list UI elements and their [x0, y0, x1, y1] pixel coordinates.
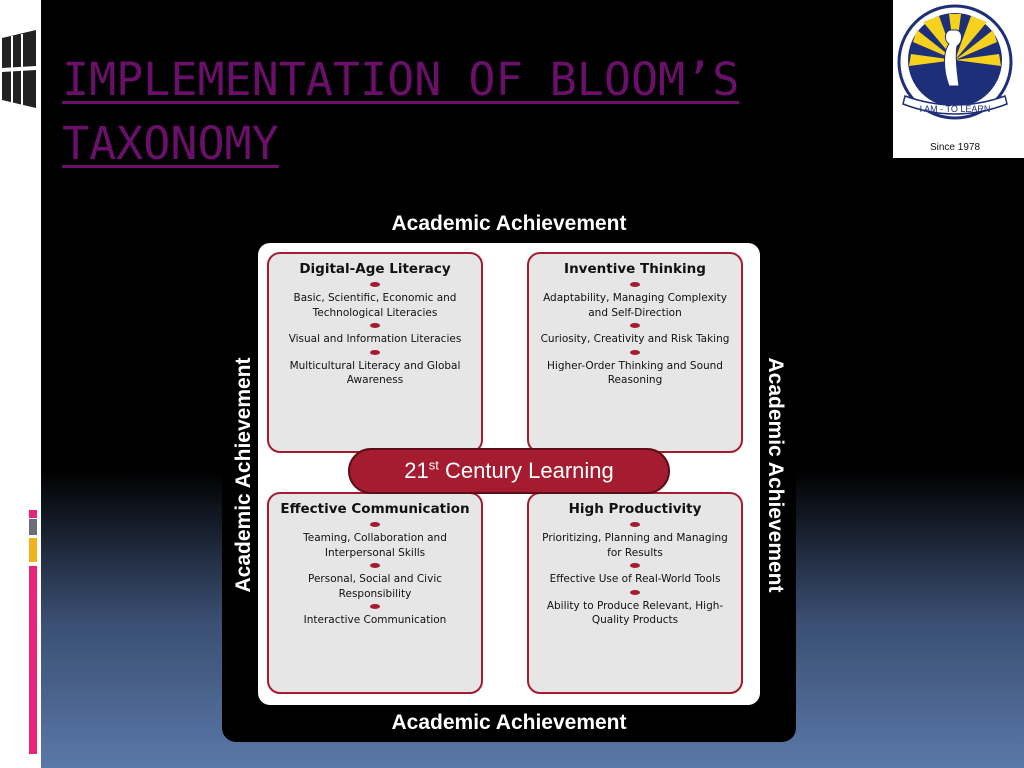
quadrant-title: Effective Communication: [280, 501, 470, 517]
bullet-dot: [630, 349, 640, 355]
bullet-dot: [370, 282, 380, 287]
achievement-label-bottom: Academic Achievement: [391, 711, 627, 734]
quadrant-item: Prioritizing, Planning and Managing for …: [542, 532, 728, 559]
bullet-dot: [370, 323, 380, 328]
diagram-inner-panel: Digital-Age Literacy Basic, Scientific, …: [258, 243, 760, 705]
center-label-rest: Century Learning: [438, 458, 614, 483]
quadrant-title: Digital-Age Literacy: [299, 261, 451, 277]
quadrant-digital-age-literacy: Digital-Age Literacy Basic, Scientific, …: [267, 252, 483, 453]
deco-bar-pink: [29, 510, 37, 518]
quadrant-item: Multicultural Literacy and Global Awaren…: [289, 359, 461, 387]
achievement-label-right: Academic Achievement: [764, 357, 787, 593]
achievement-label-top: Academic Achievement: [391, 212, 627, 235]
bullet-dot: [370, 563, 380, 568]
achievement-label-left: Academic Achievement: [232, 357, 255, 593]
school-crest-icon: I AM - TO LEARN Since 1978: [897, 4, 1013, 153]
bullet-dot: [630, 323, 640, 328]
learning-diagram: Academic Achievement Academic Achievemen…: [222, 207, 796, 742]
deco-bar-gold: [29, 538, 37, 562]
windows-logo-icon: [2, 30, 36, 108]
bullet-dot: [370, 349, 380, 355]
quadrant-item: Visual and Information Literacies: [288, 333, 462, 345]
bullet-dot: [630, 563, 640, 568]
school-logo: I AM - TO LEARN Since 1978: [893, 0, 1024, 158]
quadrant-high-productivity: High Productivity Prioritizing, Planning…: [527, 492, 743, 694]
slide-title: IMPLEMENTATION OF BLOOM’S TAXONOMY: [62, 53, 740, 170]
center-label-base: 21: [404, 458, 429, 483]
quadrant-item: Higher-Order Thinking and Sound Reasonin…: [547, 359, 723, 387]
quadrant-item: Teaming, Collaboration and Interpersonal…: [303, 532, 447, 559]
quadrant-inventive-thinking: Inventive Thinking Adaptability, Managin…: [527, 252, 743, 453]
quadrant-effective-communication: Effective Communication Teaming, Collabo…: [267, 492, 483, 694]
quadrant-item: Basic, Scientific, Economic and Technolo…: [293, 292, 457, 319]
deco-bar-pink-long: [29, 566, 37, 754]
quadrant-item: Interactive Communication: [303, 614, 447, 626]
quadrant-item: Curiosity, Creativity and Risk Taking: [540, 333, 730, 345]
bullet-dot: [370, 604, 380, 609]
quadrant-item: Effective Use of Real-World Tools: [549, 573, 721, 585]
center-label-sup: st: [428, 457, 439, 473]
quadrant-title: High Productivity: [568, 501, 702, 517]
logo-motto: I AM - TO LEARN: [920, 104, 991, 114]
quadrant-item: Adaptability, Managing Complexity and Se…: [543, 292, 727, 319]
bullet-dot: [630, 589, 640, 595]
quadrant-item: Ability to Produce Relevant, High-Qualit…: [546, 599, 724, 627]
logo-since: Since 1978: [930, 142, 980, 153]
bullet-dot: [370, 522, 380, 527]
quadrant-title: Inventive Thinking: [564, 261, 706, 277]
bullet-dot: [630, 282, 640, 287]
bullet-dot: [630, 522, 640, 527]
deco-bar-grey: [29, 519, 37, 535]
quadrant-item: Personal, Social and Civic Responsibilit…: [307, 573, 443, 600]
center-21st-century-learning: 21st Century Learning: [348, 448, 670, 494]
